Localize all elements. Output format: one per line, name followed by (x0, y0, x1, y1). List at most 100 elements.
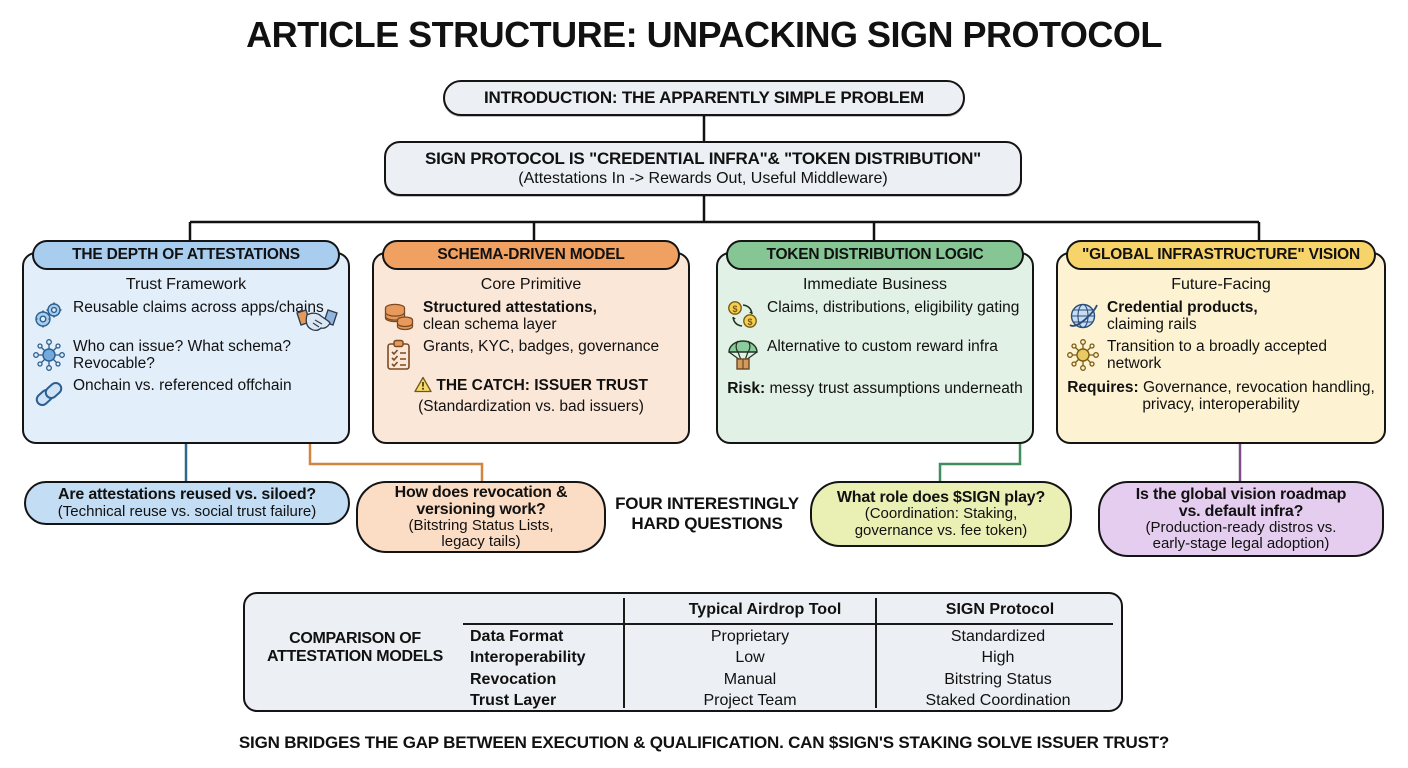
column-items-global: Credential products,claiming rails (1058, 299, 1384, 373)
table-cell: Standardized (950, 628, 1046, 645)
column-note-text: (Standardization vs. bad issuers) (418, 397, 644, 415)
comparison-sign-column: Standardized High Bitstring Status Stake… (882, 627, 1114, 712)
column-subtitle: Immediate Business (802, 276, 948, 293)
question-heading-line-2: versioning work? (416, 500, 546, 518)
list-item: Structured attestations,clean schema lay… (382, 299, 680, 333)
table-cell: Bitstring Status (944, 670, 1052, 688)
table-cell: Data Format (470, 628, 564, 645)
comparison-attribute-column: Data Format Interoperability Revocation … (470, 627, 620, 712)
list-item-text: Reusable claims across apps/chains (73, 299, 324, 316)
question-heading-line-2: vs. default infra? (1178, 502, 1304, 520)
column-header-sign: SIGN Protocol (945, 601, 1055, 618)
thesis-line-1: SIGN PROTOCOL IS "CREDENTIAL INFRA"& "TO… (424, 149, 982, 168)
list-item-text: Structured attestations,clean schema lay… (423, 299, 597, 333)
question-heading-line-1: How does revocation & (394, 483, 568, 501)
column-subtitle: Trust Framework (125, 276, 247, 293)
column-note-bold: Risk: (727, 380, 766, 397)
warning-triangle-icon (414, 376, 432, 397)
intro-label: INTRODUCTION: THE APPARENTLY SIMPLE PROB… (483, 88, 925, 107)
svg-text:$: $ (747, 317, 752, 327)
column-note-text: Governance, revocation handling, privacy… (1138, 378, 1375, 413)
table-cell: Manual (723, 670, 777, 688)
list-item-rest: clean schema layer (423, 315, 557, 333)
column-header-label: SCHEMA-DRIVEN MODEL (437, 246, 625, 263)
footer-text: SIGN BRIDGES THE GAP BETWEEN EXECUTION &… (238, 733, 1170, 752)
table-cell: Project Team (703, 692, 797, 710)
question-sub-line-2: governance vs. fee token) (854, 521, 1028, 539)
question-sub-line-1: (Bitstring Status Lists, (408, 517, 554, 535)
question-sub-line-1: (Coordination: Staking, (864, 505, 1018, 523)
gears-icon (32, 299, 66, 333)
comparison-table: COMPARISON OF ATTESTATION MODELS Typical… (243, 592, 1123, 712)
table-cell: High (981, 649, 1015, 667)
question-sub: (Technical reuse vs. social trust failur… (57, 502, 317, 520)
four-questions-line-1: FOUR INTERESTINGLY (615, 494, 799, 513)
column-note-bold: THE CATCH: ISSUER TRUST (436, 377, 648, 395)
list-item-text: Transition to a broadly accepted network (1107, 338, 1327, 373)
question-box-global-vision: Is the global vision roadmap vs. default… (1098, 481, 1384, 557)
thesis-box: SIGN PROTOCOL IS "CREDENTIAL INFRA"& "TO… (384, 141, 1022, 196)
comparison-label-line-1: COMPARISON OF (289, 630, 421, 647)
svg-text:$: $ (732, 304, 737, 314)
column-header-label: TOKEN DISTRIBUTION LOGIC (766, 246, 984, 263)
list-item: Reusable claims across apps/chains (32, 299, 340, 333)
column-header-schema: SCHEMA-DRIVEN MODEL (382, 240, 680, 270)
column-card-schema: SCHEMA-DRIVEN MODEL Core Primitive (372, 240, 690, 444)
coins-exchange-icon: $ $ (726, 299, 760, 333)
four-questions-line-2: HARD QUESTIONS (631, 513, 783, 533)
question-box-sign-role: What role does $SIGN play? (Coordination… (810, 481, 1072, 547)
table-cell: Proprietary (710, 628, 790, 645)
list-item: Grants, KYC, badges, governance (382, 338, 680, 372)
list-item: $ $ Claims, distributions, eligibility g… (726, 299, 1024, 333)
intro-box: INTRODUCTION: THE APPARENTLY SIMPLE PROB… (443, 80, 965, 116)
list-item: Alternative to custom reward infra (726, 338, 1024, 372)
table-header-rule (463, 623, 1113, 625)
column-card-attestations: THE DEPTH OF ATTESTATIONS Trust Framewor… (22, 240, 350, 444)
column-header-token: TOKEN DISTRIBUTION LOGIC (726, 240, 1024, 270)
page-title: ARTICLE STRUCTURE: UNPACKING SIGN PROTOC… (246, 14, 1162, 55)
question-sub-line-2: legacy tails) (441, 533, 521, 551)
list-item-text: Grants, KYC, badges, governance (423, 338, 660, 356)
comparison-airdrop-column: Proprietary Low Manual Project Team (630, 627, 870, 712)
question-box-revocation: How does revocation & versioning work? (… (356, 481, 606, 553)
list-item: Who can issue? What schema? Revocable? (32, 338, 340, 372)
table-cell: Interoperability (470, 649, 586, 667)
column-items-schema: Structured attestations,clean schema lay… (374, 299, 688, 372)
column-note-bold: Requires: (1067, 378, 1139, 396)
question-heading: What role does $SIGN play? (836, 489, 1046, 507)
clipboard-check-icon (382, 338, 416, 372)
database-icon (382, 299, 416, 333)
question-heading: Are attestations reused vs. siloed? (58, 486, 316, 504)
globe-icon (1066, 299, 1100, 333)
thesis-line-2: (Attestations In -> Rewards Out, Useful … (518, 170, 888, 187)
column-note-text: messy trust assumptions underneath (765, 380, 1023, 397)
comparison-table-label: COMPARISON OF ATTESTATION MODELS (255, 630, 455, 667)
column-header-attestations: THE DEPTH OF ATTESTATIONS (32, 240, 340, 270)
list-item: Transition to a broadly accepted network (1066, 338, 1376, 372)
table-cell: Revocation (470, 670, 557, 688)
table-cell: Low (735, 649, 765, 667)
column-items-token: $ $ Claims, distributions, eligibility g… (718, 299, 1032, 372)
column-header-label: "GLOBAL INFRASTRUCTURE" VISION (1082, 246, 1360, 263)
handshake-icon (294, 304, 340, 343)
column-note-token: Risk: messy trust assumptions underneath (718, 380, 1032, 397)
parachute-box-icon (726, 338, 760, 372)
chain-link-icon (32, 377, 66, 411)
list-item-rest: claiming rails (1107, 315, 1197, 333)
list-item-text: Onchain vs. referenced offchain (73, 377, 292, 395)
column-subtitle: Core Primitive (480, 276, 582, 293)
comparison-label-line-2: ATTESTATION MODELS (267, 648, 443, 666)
network-hub-icon (1066, 338, 1100, 372)
list-item-text: Credential products,claiming rails (1107, 299, 1258, 333)
list-item: Credential products,claiming rails (1066, 299, 1376, 333)
list-item-text: Who can issue? What schema? Revocable? (73, 338, 291, 372)
question-sub-line-1: (Production-ready distros vs. (1145, 519, 1337, 537)
list-item-bold: Structured attestations, (423, 299, 597, 316)
list-item-bold: Credential products, (1107, 299, 1258, 316)
question-sub-line-2: early-stage legal adoption) (1152, 535, 1330, 553)
list-item: Onchain vs. referenced offchain (32, 377, 340, 411)
table-divider-1 (623, 598, 625, 708)
column-card-token: TOKEN DISTRIBUTION LOGIC Immediate Busin… (716, 240, 1034, 444)
column-header-global: "GLOBAL INFRASTRUCTURE" VISION (1066, 240, 1376, 270)
